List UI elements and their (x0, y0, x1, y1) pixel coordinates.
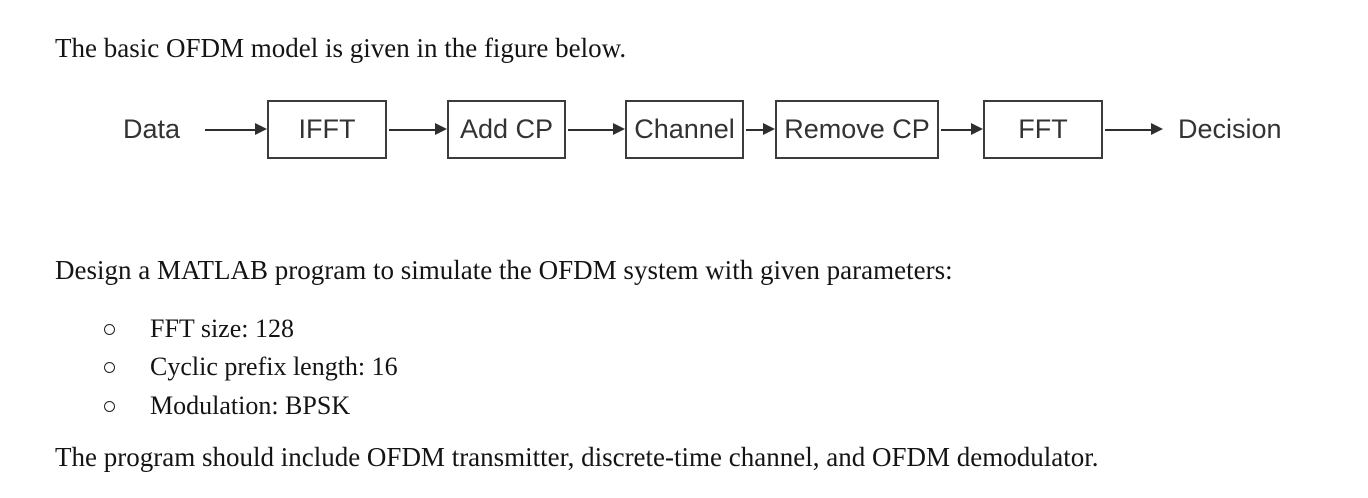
intro-text: The basic OFDM model is given in the fig… (55, 33, 627, 63)
block-label: Add CP (459, 114, 554, 144)
block-label: Channel (634, 114, 735, 144)
arrow-right-icon (941, 119, 983, 140)
parameter-text: FFT size: 128 (150, 314, 294, 343)
task-text: Design a MATLAB program to simulate the … (55, 255, 953, 285)
footer-text: The program should include OFDM transmit… (55, 442, 1099, 472)
parameter-text: Modulation: BPSK (150, 391, 351, 420)
list-item: FFT size: 128 (104, 312, 294, 346)
diagram-block-remove-cp: Remove CP (775, 100, 939, 159)
arrow-right-icon (1105, 119, 1163, 140)
diagram-source-label: Data (123, 114, 181, 144)
diagram-sink-label: Decision (1178, 114, 1282, 144)
arrow-right-icon (568, 119, 625, 140)
circle-bullet-icon (104, 323, 115, 335)
diagram-block-ifft: IFFT (267, 100, 387, 159)
arrow-right-icon (205, 119, 267, 140)
block-label: Remove CP (784, 114, 930, 144)
circle-bullet-icon (104, 400, 115, 412)
circle-bullet-icon (104, 361, 115, 373)
list-item: Modulation: BPSK (104, 389, 350, 423)
block-label: IFFT (298, 114, 356, 144)
block-label: FFT (1018, 114, 1068, 144)
arrow-right-icon (389, 119, 447, 140)
diagram-block-fft: FFT (983, 100, 1103, 159)
diagram-block-channel: Channel (625, 100, 744, 159)
arrow-right-icon (746, 119, 775, 140)
diagram-block-add-cp: Add CP (447, 100, 566, 159)
list-item: Cyclic prefix length: 16 (104, 350, 398, 384)
parameter-text: Cyclic prefix length: 16 (150, 352, 398, 381)
